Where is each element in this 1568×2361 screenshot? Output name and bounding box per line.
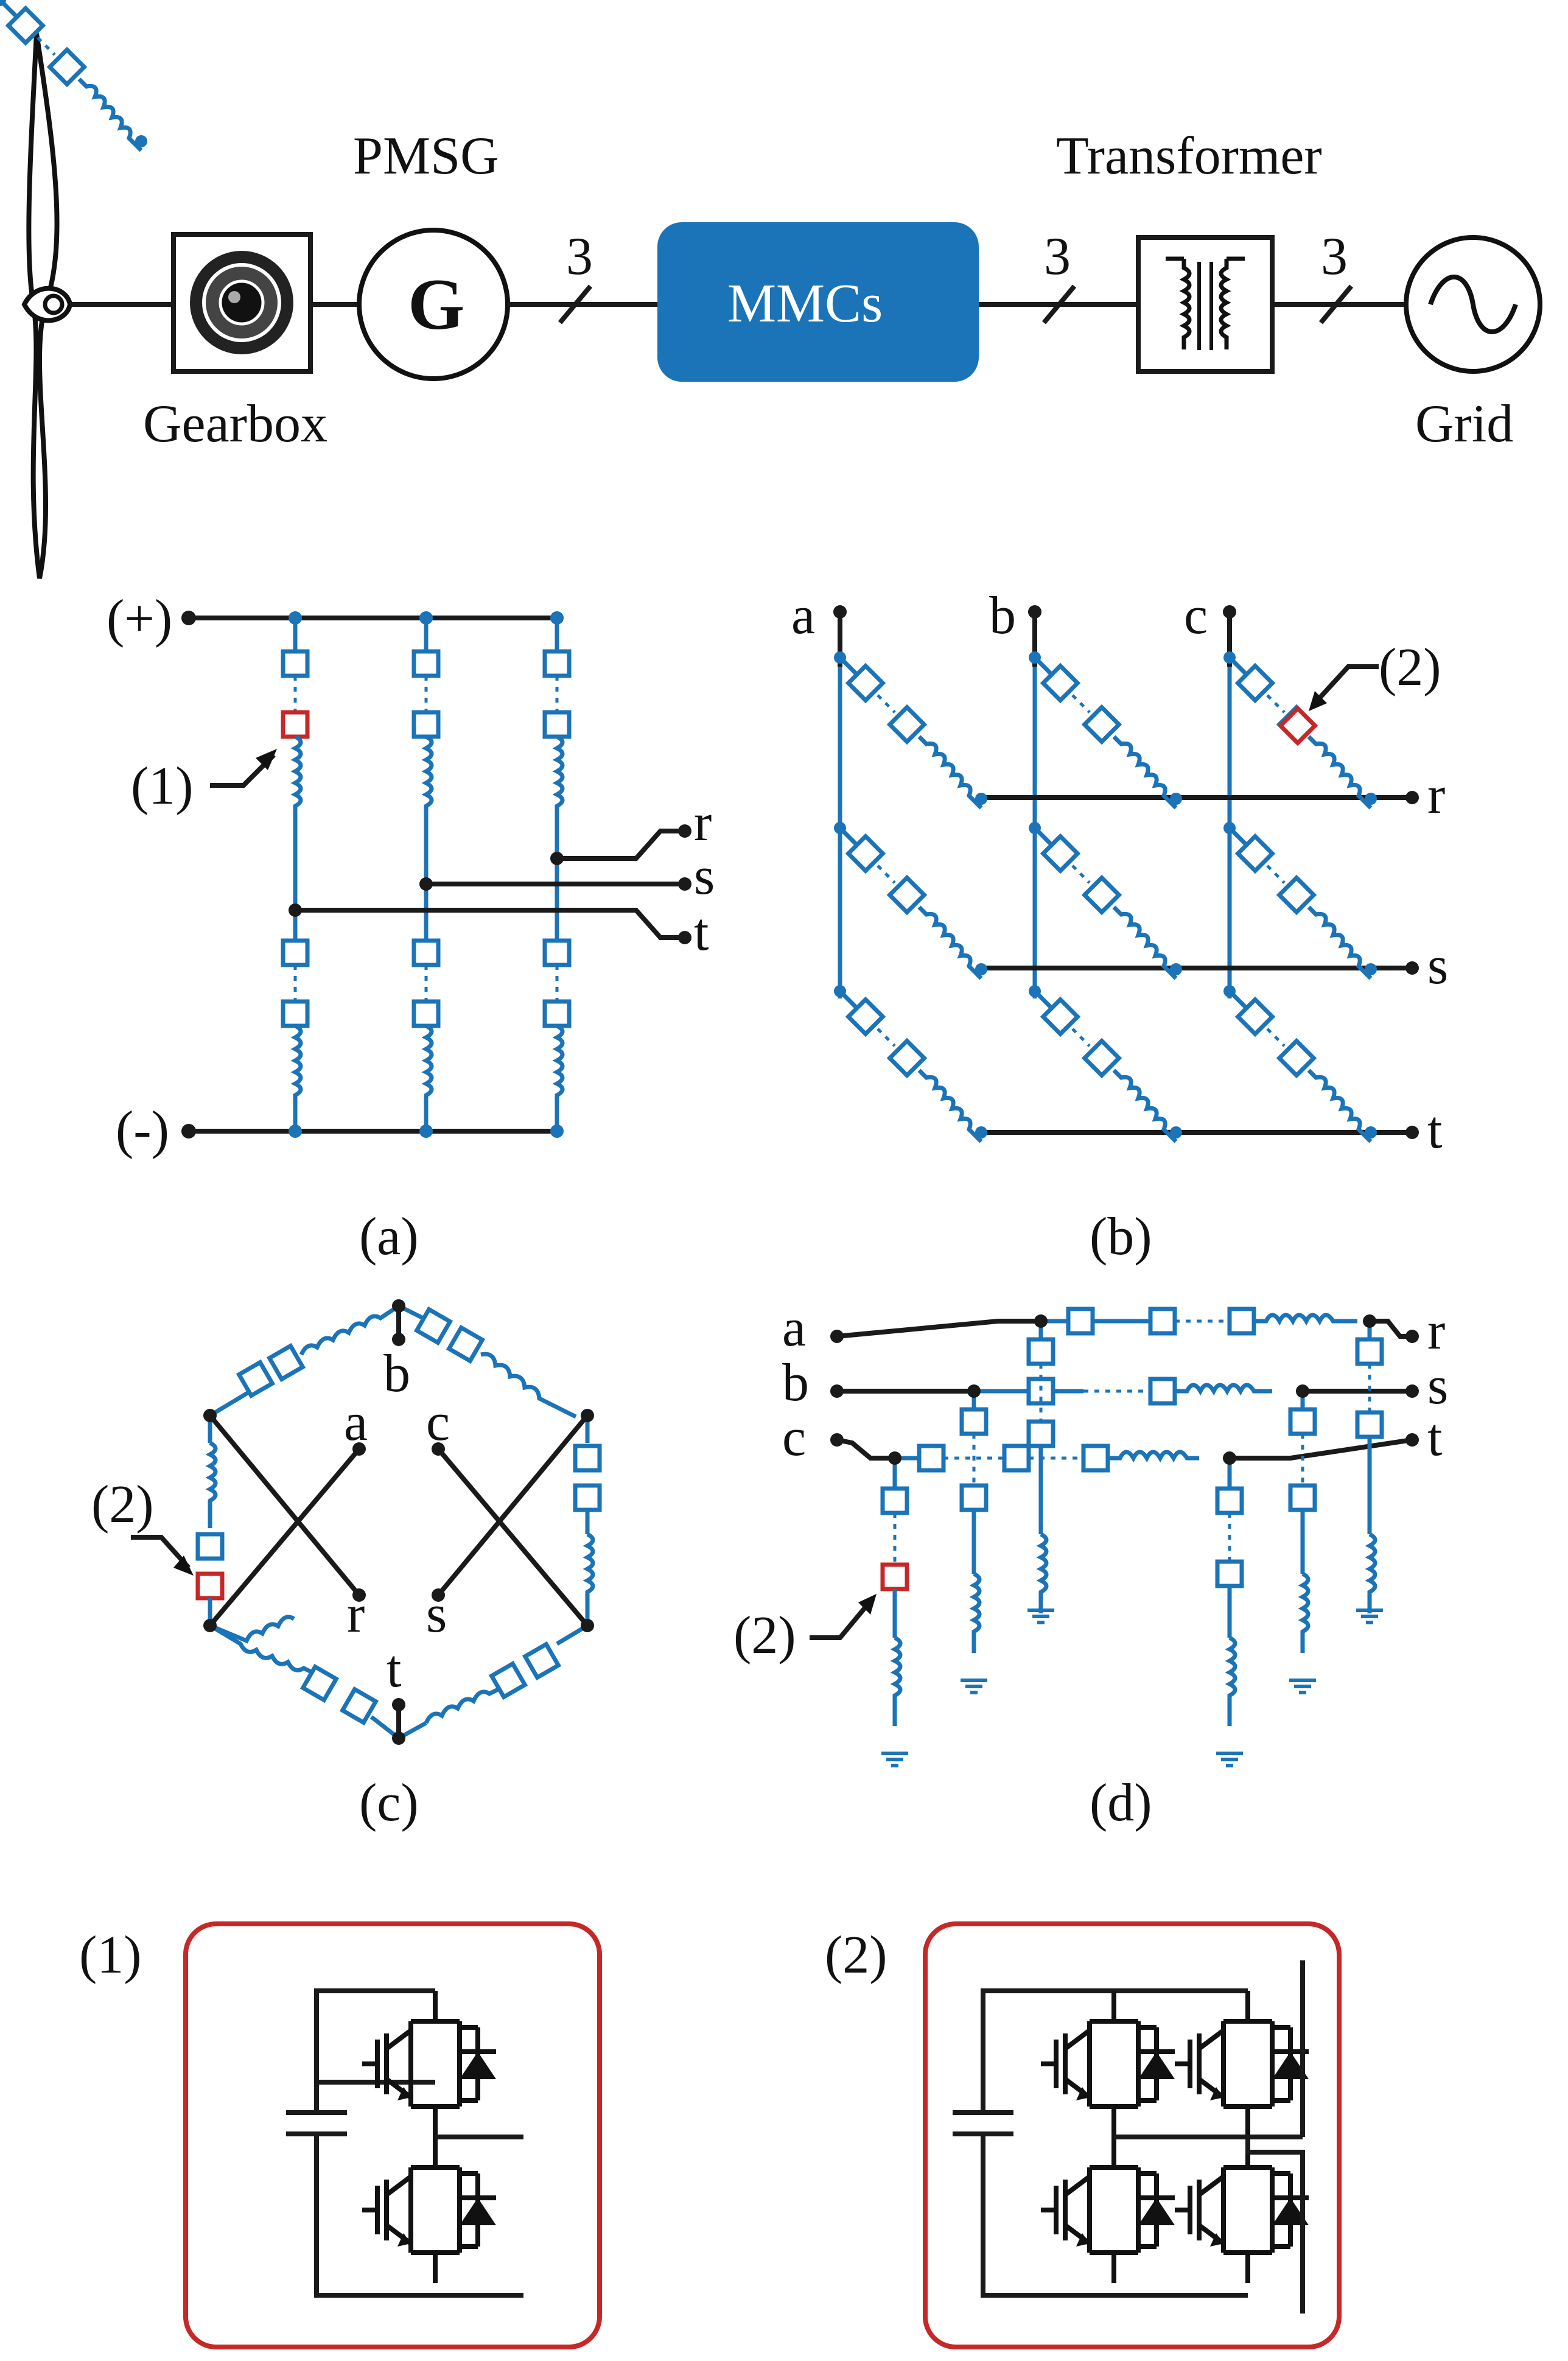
panel-a-out-t: t [694, 903, 709, 962]
mmcs-label: MMCs [727, 273, 883, 334]
gearbox-icon [171, 232, 313, 374]
panel-c-caption: (c) [359, 1773, 419, 1833]
panel-d-topology: a b c r s t [733, 1299, 1448, 1833]
panel-d-out-r: r [1427, 1302, 1445, 1361]
generator-symbol: G [408, 264, 464, 345]
full-bridge-frame [923, 1921, 1342, 2349]
half-bridge-submodule: (1) [79, 1921, 602, 2349]
mmcs-block [657, 222, 979, 382]
panel-a-callout: (1) [131, 757, 194, 816]
panel-c-node-r: r [347, 1585, 365, 1644]
panel-c-node-b: b [383, 1344, 410, 1403]
panel-c-node-s: s [426, 1585, 447, 1644]
half-bridge-label: (1) [79, 1926, 142, 1985]
panel-d-out-s: s [1427, 1356, 1448, 1416]
panel-b-out-s: s [1427, 936, 1448, 995]
panel-c-node-t: t [387, 1640, 401, 1699]
gearbox-label: Gearbox [143, 395, 327, 454]
wind-turbine-system: Gearbox G PMSG 3 MMCs 3 Transformer 3 [21, 33, 1542, 579]
panel-b-caption: (b) [1090, 1207, 1152, 1266]
panel-a-topology: (+) (-) [107, 589, 715, 1266]
panel-c-callout: (2) [91, 1475, 154, 1534]
panel-c-node-c: c [426, 1393, 450, 1452]
panel-b-topology: a b c r s t [0, 0, 1448, 1266]
panel-d-in-a: a [782, 1299, 806, 1358]
panel-b-in-b: b [989, 586, 1016, 645]
phase-count-1: 3 [566, 227, 593, 286]
phase-count-2: 3 [1044, 227, 1071, 286]
panel-b-out-r: r [1427, 766, 1445, 825]
grid-label: Grid [1415, 395, 1513, 454]
pmsg-label: PMSG [353, 127, 499, 186]
panel-d-in-c: c [782, 1408, 806, 1467]
full-bridge-submodule: (2) [825, 1921, 1342, 2349]
panel-a-caption: (a) [359, 1207, 419, 1266]
full-bridge-label: (2) [825, 1926, 887, 1985]
panel-b-out-t: t [1427, 1101, 1442, 1160]
panel-a-out-r: r [694, 793, 712, 852]
panel-d-out-t: t [1427, 1408, 1442, 1467]
panel-a-dc-negative: (-) [116, 1101, 169, 1160]
panel-c-node-a: a [344, 1393, 368, 1452]
panel-a-out-s: s [694, 847, 715, 906]
panel-a-dc-positive: (+) [107, 589, 172, 648]
phase-count-3: 3 [1321, 227, 1348, 286]
panel-b-in-a: a [791, 586, 815, 645]
panel-d-in-b: b [782, 1353, 809, 1412]
transformer-label: Transformer [1056, 127, 1322, 186]
panel-c-topology: b a c r s t (2) (c) [91, 1299, 602, 1833]
panel-d-callout: (2) [733, 1606, 796, 1665]
transformer-icon [1136, 235, 1275, 374]
panel-b-callout: (2) [1379, 638, 1441, 697]
half-bridge-frame [183, 1921, 602, 2349]
panel-d-caption: (d) [1090, 1773, 1152, 1833]
panel-b-in-c: c [1184, 586, 1208, 645]
